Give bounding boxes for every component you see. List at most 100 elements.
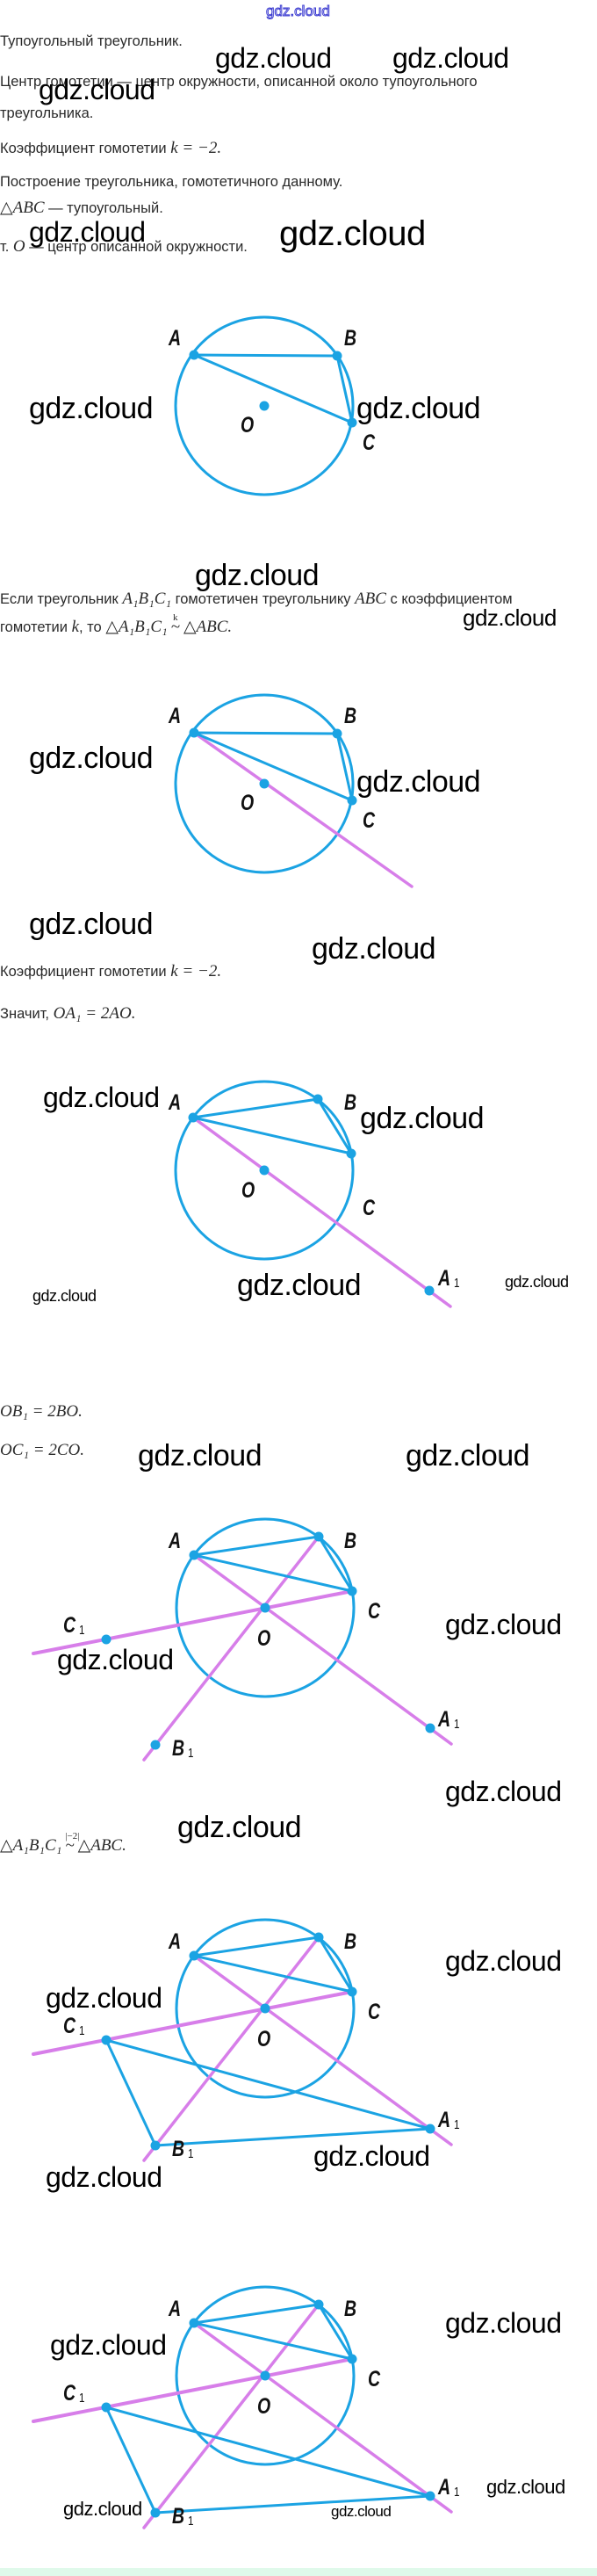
ray-oa1 <box>192 2321 453 2514</box>
point-a1 <box>425 2124 435 2134</box>
text-line: Коэффициент гомотетии k = −2. <box>0 139 221 158</box>
point-c <box>347 1586 357 1596</box>
watermark: gdz.cloud <box>486 2476 565 2498</box>
text-segment: т. <box>0 239 13 255</box>
watermark: gdz.cloud <box>356 392 481 425</box>
text-segment: гомотетичен треугольнику <box>171 591 356 607</box>
point-b <box>332 728 342 739</box>
point-label-a: A <box>168 704 181 728</box>
text-segment: Коэффициент гомотетии <box>0 964 171 980</box>
point-b <box>332 351 342 361</box>
side-ab <box>192 731 339 735</box>
side-c1b1 <box>104 2406 157 2514</box>
point-label-c: C <box>363 808 376 833</box>
watermark: gdz.cloud <box>313 2140 430 2172</box>
text-segment: Значит, <box>0 1006 54 1022</box>
text-line: Если треугольник A₁B₁C₁ гомотетичен треу… <box>0 590 513 609</box>
point-label-b: B <box>344 1529 356 1553</box>
side-ab <box>192 1535 320 1557</box>
point-label-a: A <box>168 1090 181 1115</box>
text-line: OC₁ = 2CO. <box>0 1441 84 1460</box>
point-b <box>313 2299 324 2310</box>
watermark: gdz.cloud <box>46 2161 162 2193</box>
side-ab <box>192 2303 320 2325</box>
point-label-c: C <box>363 1196 376 1220</box>
text-segment: гомотетии <box>0 619 72 635</box>
point-c <box>347 1986 357 1997</box>
point-label-b: B <box>344 1929 356 1954</box>
watermark: gdz.cloud <box>63 2498 142 2520</box>
watermark: gdz.cloud <box>43 1082 160 1113</box>
point-c1 <box>101 2402 111 2413</box>
watermark: gdz.cloud <box>237 1269 362 1302</box>
text-line: △ABC — тупоугольный. <box>0 199 163 218</box>
point-label-o: O <box>241 413 255 438</box>
side-bc <box>335 732 354 802</box>
math-expression: ABC <box>355 590 386 608</box>
point-c <box>347 417 357 428</box>
circumscribed-circle <box>174 1080 355 1261</box>
side-ac <box>192 1553 354 1593</box>
point-c1 <box>101 1634 111 1645</box>
math-expression: A₁B₁C₁ <box>122 590 172 608</box>
point-a1 <box>425 1723 435 1733</box>
watermark: gdz.cloud <box>331 2503 392 2520</box>
point-label-c: C <box>368 2000 381 2024</box>
watermark: gdz.cloud <box>445 1776 562 1807</box>
point-o <box>259 401 270 411</box>
ray-oc1 <box>32 1589 354 1655</box>
side-ac <box>192 2321 354 2361</box>
point-label-a: A <box>168 326 181 351</box>
watermark: gdz.cloud <box>505 1273 569 1291</box>
ray-oa1 <box>192 1954 453 2146</box>
point-label-o: O <box>257 1626 271 1651</box>
math-expression: ~k <box>171 612 180 637</box>
text-segment: Центр гомотетии — центр окружности, опис… <box>0 74 478 90</box>
math-expression: OC₁ = 2CO. <box>0 1441 84 1459</box>
ray-ob1 <box>142 1936 320 2162</box>
text-line: треугольника. <box>0 104 93 123</box>
side-a1c1 <box>104 2038 432 2131</box>
text-segment: — центр описанной окружности. <box>25 239 248 255</box>
text-line: гомотетии k, то △A₁B₁C₁~k△ABC. <box>0 612 232 637</box>
watermark: gdz.cloud <box>360 1102 485 1135</box>
site-logo[interactable]: gdz.cloud <box>266 3 331 20</box>
point-a1 <box>424 1285 435 1296</box>
side-ab <box>191 1097 320 1119</box>
watermark: gdz.cloud <box>29 742 154 775</box>
watermark: gdz.cloud <box>463 604 557 631</box>
watermark: gdz.cloud <box>50 2329 167 2361</box>
point-label-o: O <box>241 791 255 815</box>
point-c <box>347 2354 357 2364</box>
point-label-a: A <box>168 1929 181 1954</box>
watermark: gdz.cloud <box>445 1945 562 1977</box>
text-line: OB₁ = 2BO. <box>0 1402 83 1422</box>
ray-oa <box>192 731 414 888</box>
math-expression: OA₁ = 2AO. <box>53 1004 136 1023</box>
watermark: gdz.cloud <box>406 1439 530 1473</box>
math-expression: OB₁ = 2BO. <box>0 1402 83 1421</box>
point-b1 <box>150 2140 161 2151</box>
point-c1 <box>101 2035 111 2045</box>
point-b1 <box>150 1740 161 1750</box>
relation-superscript: k <box>173 612 178 623</box>
point-label-a: A <box>168 2297 181 2321</box>
text-line: Построение треугольника, гомотетичного д… <box>0 172 342 192</box>
ray-oa1 <box>191 1116 452 1308</box>
circumscribed-circle <box>175 2285 356 2466</box>
point-label-c: C <box>363 431 376 455</box>
side-a1c1 <box>104 2406 432 2498</box>
side-ab <box>192 1936 320 1957</box>
text-segment: — тупоугольный. <box>44 200 163 216</box>
point-b <box>313 1531 324 1542</box>
point-label-b: B <box>344 1090 356 1115</box>
point-a <box>189 727 199 738</box>
watermark: gdz.cloud <box>279 214 426 253</box>
side-c1b1 <box>104 2038 157 2147</box>
side-bc <box>317 1535 354 1593</box>
